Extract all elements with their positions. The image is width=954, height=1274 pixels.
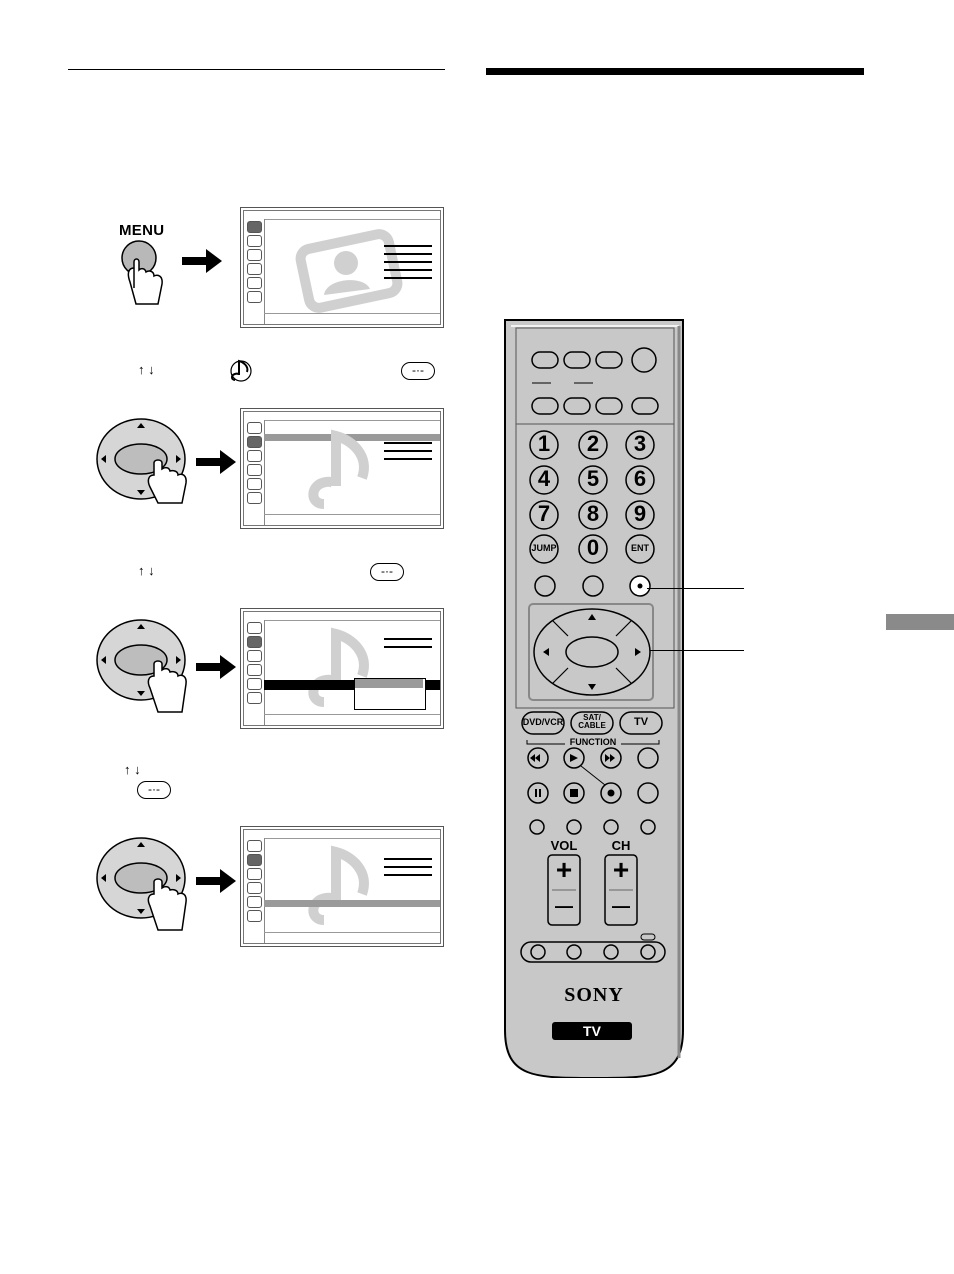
ch-label: CH [611, 838, 631, 853]
enter-key-symbol-3: -·- [137, 781, 171, 799]
tv-menu-screen-audio [240, 408, 444, 529]
enter-key-symbol: -·- [401, 362, 435, 380]
key-5[interactable]: 5 [586, 466, 600, 491]
key-jump[interactable]: JUMP [531, 543, 557, 553]
section-divider-thick [486, 68, 864, 75]
up-down-arrows-label-3: ↑ ↓ [124, 762, 141, 777]
dvd-vcr-button[interactable]: DVD/VCR [522, 717, 564, 727]
ch-minus-button[interactable]: — [612, 896, 630, 916]
tv-menu-screen-audio-result [240, 826, 444, 947]
section-divider-thin [68, 69, 445, 70]
key-1[interactable]: 1 [537, 431, 551, 456]
key-0[interactable]: 0 [586, 535, 600, 560]
tv-function-button[interactable]: TV [633, 716, 649, 728]
brand-logo: SONY [564, 984, 624, 1006]
tv-menu-screen-picture [240, 207, 444, 328]
tv-menu-screen-audio-submenu [240, 608, 444, 729]
right-arrow-4 [196, 869, 236, 893]
remote-labels: 1 2 3 4 5 6 7 8 9 JUMP 0 ENT DVD/VCR SAT… [503, 318, 685, 1078]
joystick-press-illustration-2 [96, 619, 187, 713]
chapter-tab [886, 614, 954, 630]
callout-line-menu [647, 588, 744, 589]
joystick-press-illustration-3 [96, 837, 187, 931]
remote-control [504, 319, 684, 1078]
key-2[interactable]: 2 [586, 431, 600, 456]
menu-button-press-illustration [121, 240, 163, 305]
vol-label: VOL [550, 838, 578, 853]
key-3[interactable]: 3 [633, 431, 647, 456]
ch-plus-button[interactable]: + [612, 854, 630, 885]
key-ent[interactable]: ENT [631, 543, 649, 553]
key-6[interactable]: 6 [633, 466, 647, 491]
menu-key-label: MENU [119, 222, 165, 239]
audio-watermark-icon [308, 429, 369, 509]
key-7[interactable]: 7 [537, 501, 551, 526]
function-label: FUNCTION [569, 737, 617, 747]
enter-key-symbol-2: -·- [370, 563, 404, 581]
key-4[interactable]: 4 [537, 466, 551, 491]
right-arrow-2 [196, 450, 236, 474]
right-arrow-3 [196, 655, 236, 679]
callout-line-joystick [650, 650, 744, 651]
key-9[interactable]: 9 [633, 501, 647, 526]
key-8[interactable]: 8 [586, 501, 600, 526]
joystick-press-illustration-1 [96, 418, 187, 504]
audio-watermark-icon-3 [308, 845, 369, 925]
audio-note-icon [230, 359, 252, 382]
right-arrow-1 [182, 249, 222, 273]
sat-cable-button[interactable]: SAT/ CABLE [578, 713, 606, 730]
vol-minus-button[interactable]: — [555, 896, 573, 916]
picture-watermark-icon [295, 229, 403, 313]
up-down-arrows-label: ↑ ↓ [138, 362, 155, 377]
tv-mode-badge: TV [583, 1023, 601, 1039]
up-down-arrows-label-2: ↑ ↓ [138, 563, 155, 578]
vol-plus-button[interactable]: + [555, 854, 573, 885]
